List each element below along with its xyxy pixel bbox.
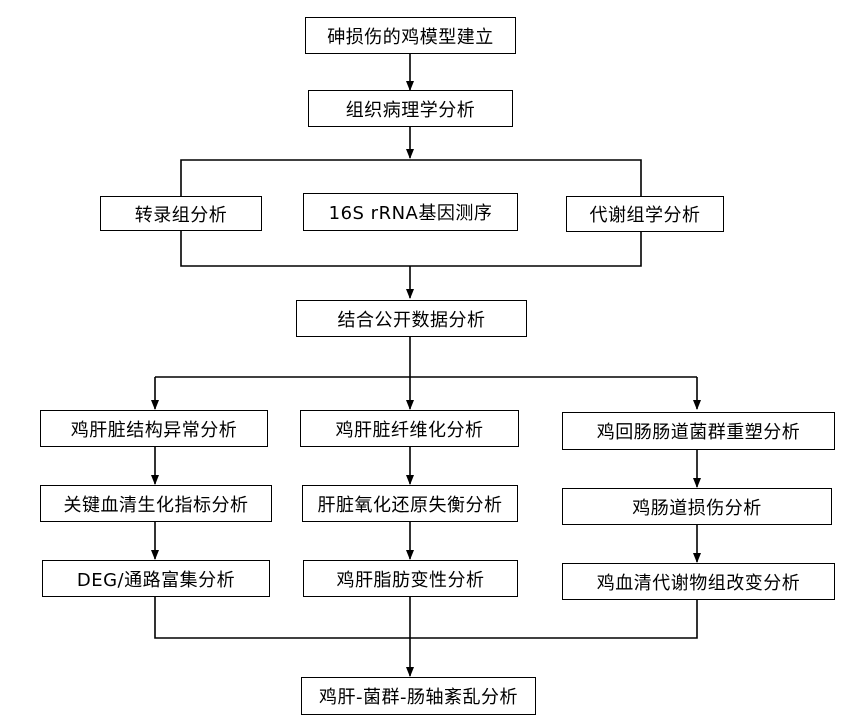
box-public-data: 结合公开数据分析	[296, 300, 527, 337]
branch-omics-top	[180, 159, 642, 196]
box-axis-disorder: 鸡肝-菌群-肠轴紊乱分析	[301, 677, 536, 715]
box-16s-rrna-sequencing: 16S rRNA基因测序	[303, 193, 518, 231]
box-gut-microbiota: 鸡回肠肠道菌群重塑分析	[562, 412, 835, 450]
box-serum-metabolism: 鸡血清代谢物组改变分析	[562, 563, 835, 600]
box-serum-indicators: 关键血清生化指标分析	[40, 485, 272, 522]
box-metabolomics: 代谢组学分析	[566, 196, 724, 232]
box-deg-pathway: DEG/通路富集分析	[42, 560, 270, 597]
box-arsenic-model: 砷损伤的鸡模型建立	[305, 17, 516, 54]
box-intestinal-damage: 鸡肠道损伤分析	[562, 488, 832, 525]
merge-columns-bottom	[154, 596, 698, 639]
box-fatty-degeneration: 鸡肝脂肪变性分析	[303, 560, 518, 597]
box-liver-fibrosis: 鸡肝脏纤维化分析	[300, 410, 519, 447]
merge-omics-bottom	[180, 231, 642, 267]
box-histopathology: 组织病理学分析	[308, 90, 513, 127]
box-redox-imbalance: 肝脏氧化还原失衡分析	[302, 485, 518, 522]
box-liver-structure: 鸡肝脏结构异常分析	[40, 410, 268, 447]
box-transcriptomics: 转录组分析	[100, 196, 262, 231]
